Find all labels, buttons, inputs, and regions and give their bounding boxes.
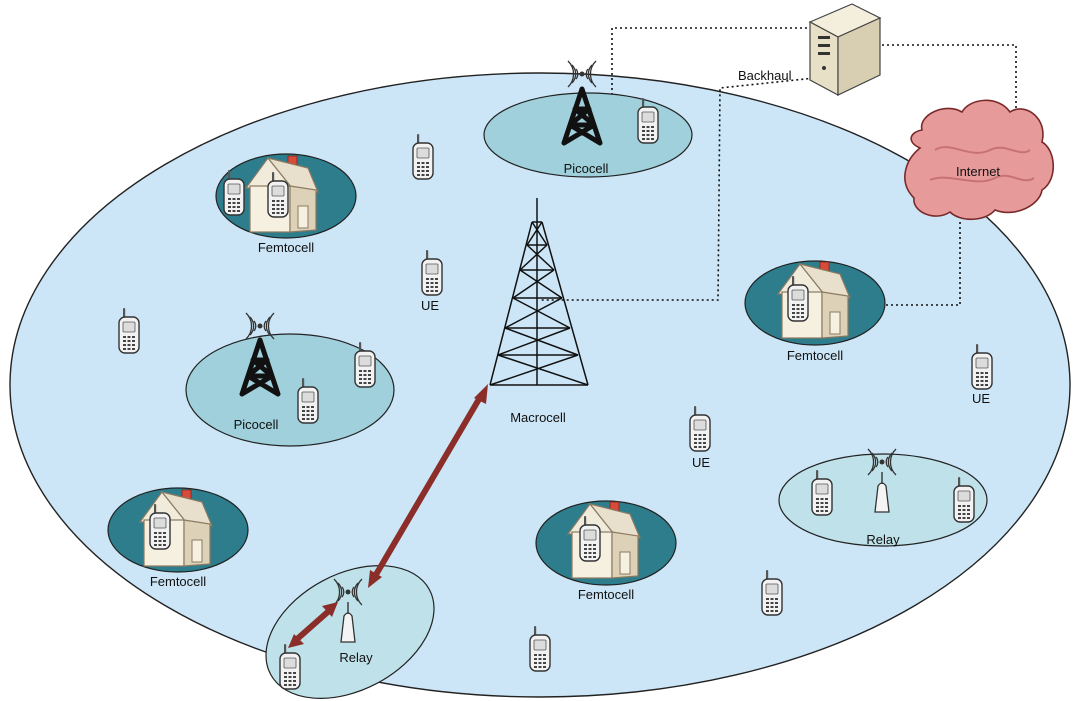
internet-label: Internet (956, 164, 1000, 179)
ue-right-label: UE (972, 391, 990, 406)
relay-right-label: Relay (866, 532, 900, 547)
relay-ue-link-arrow (288, 602, 338, 648)
picocell-left-coverage (185, 333, 395, 447)
picocell-top-label: Picocell (564, 161, 609, 176)
relay-macro-link-arrow (368, 384, 488, 588)
macrocell-label: Macrocell (510, 410, 566, 425)
femtocell-bottom-left-label: Femtocell (150, 574, 206, 589)
relay-bottom-label: Relay (339, 650, 373, 665)
backhaul-label: Backhaul (738, 68, 792, 83)
ue-mid-right-label: UE (692, 455, 710, 470)
ue-center-label: UE (421, 298, 439, 313)
femtocell-top-left-label: Femtocell (258, 240, 314, 255)
server-icon (808, 3, 882, 97)
femtocell-right-label: Femtocell (787, 348, 843, 363)
femtocell-bottom-mid-label: Femtocell (578, 587, 634, 602)
internet-cloud (904, 99, 1054, 221)
picocell-left-label: Picocell (234, 417, 279, 432)
macrocell-tower-icon (489, 198, 589, 386)
